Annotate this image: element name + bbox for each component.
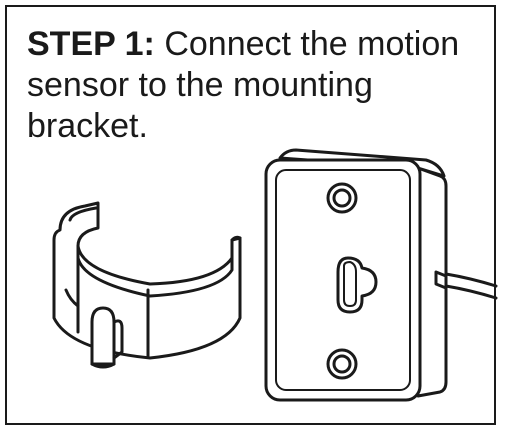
motion-sensor [264, 148, 498, 402]
mounting-bracket [52, 201, 242, 369]
step-caption: STEP 1: Connect the motion sensor to the… [27, 24, 487, 147]
step-label: STEP 1: [27, 25, 155, 63]
step-text: Connect the motion sensor to the mountin… [27, 25, 460, 145]
